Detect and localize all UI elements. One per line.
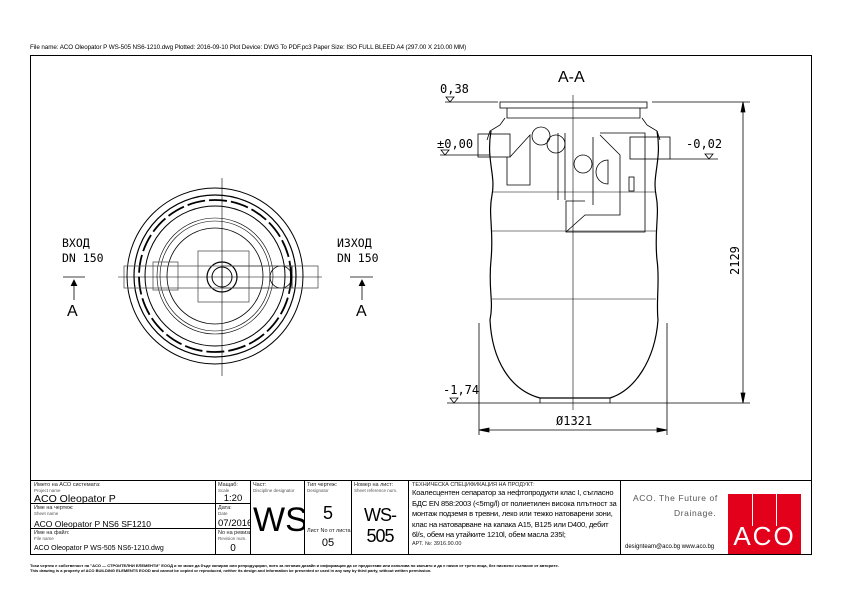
level-outlet: -0,02 (686, 137, 722, 151)
scale-cell: Мащаб: Scale 1:20 (215, 480, 251, 504)
sheetref-value: WS-505 (364, 505, 397, 546)
date-label: Дата: (218, 505, 232, 511)
file-sub: File name (34, 536, 54, 541)
spec-text: Коалесцентен сепаратор за нефтопродукти … (412, 488, 617, 540)
project-sub: Project name (34, 488, 61, 493)
revision-value: 0 (230, 543, 236, 554)
sheetref-cell: Номер на лист: Sheet reference num. WS-5… (351, 480, 409, 555)
sheet-label: Име на чертеж: (34, 505, 74, 511)
sheet-value: ACO Oleopator P NS6 SF1210 (34, 519, 152, 529)
level-inlet: ±0,00 (437, 137, 473, 151)
slogan-line1: ACO. The Future of (633, 493, 718, 503)
sheetref-label: Номер на лист: (354, 482, 394, 488)
section-view (440, 95, 750, 435)
copyright-bg: Този чертеж е собственост на "ACO — СТРО… (30, 563, 559, 568)
plan-view (63, 178, 373, 376)
file-cell: Име на файл: File name ACO Oleopator P W… (30, 528, 216, 555)
designator-value: 5 (322, 503, 333, 523)
center-shaft (197, 250, 250, 303)
file-value: ACO Oleopator P WS-505 NS6-1210.dwg (34, 545, 164, 552)
discipline-label: Част: (253, 482, 267, 488)
logo-cell: ACO. The Future of Drainage. designteam@… (620, 480, 812, 555)
diameter-dim: Ø1321 (556, 414, 592, 428)
scale-label: Мащаб: (218, 482, 238, 488)
inlet-label: ВХОД (62, 236, 90, 250)
section-mark-left: A (67, 303, 78, 320)
section-title: A-A (558, 69, 585, 86)
section-mark-right: A (356, 303, 367, 320)
revision-sub: Revision num. (218, 536, 247, 541)
project-value: ACO Oleopator P (34, 493, 116, 504)
drawing-canvas: ВХОД DN 150 ИЗХОД DN 150 A A A-A 0,38 ±0… (62, 69, 750, 435)
project-cell: Името на ACO системата: Project name ACO… (30, 480, 216, 504)
revision-cell: No на ревизия: Revision num. 0 (215, 528, 251, 555)
slogan-line2: Drainage. (674, 508, 717, 518)
spec-label: ТЕХНИЧЕСКА СПЕЦИФИКАЦИЯ НА ПРОДУКТ: (412, 482, 535, 488)
spec-cell: ТЕХНИЧЕСКА СПЕЦИФИКАЦИЯ НА ПРОДУКТ: Коал… (408, 480, 621, 555)
level-bottom: -1,74 (443, 383, 479, 397)
inlet-dn: DN 150 (62, 251, 104, 265)
date-cell: Дата: Date 07/2016 (215, 503, 251, 529)
file-info-header: File name: ACO Oleopator P WS-505 NS6-12… (30, 44, 467, 51)
designator-sub: Designator (307, 488, 329, 493)
project-label: Името на ACO системата: (34, 482, 101, 488)
sheetno-label: Лист No от листа: (307, 528, 352, 534)
outlet-label: ИЗХОД (337, 236, 372, 250)
file-label: Име на файл: (34, 530, 70, 536)
discipline-cell: Част: Discipline designator WS (250, 480, 305, 555)
sheetref-sub: Sheet reference num. (354, 488, 398, 493)
outlet-dn: DN 150 (337, 251, 379, 265)
outer-ring (126, 187, 304, 365)
sheet-sub: Sheet name (34, 511, 59, 516)
tank-body (488, 130, 660, 399)
sheet-cell: Име на чертеж: Sheet name ACO Oleopator … (30, 503, 216, 529)
designator-cell: Тип чертеж: Designator 5 Лист No от лист… (304, 480, 352, 555)
sheetno-value: 05 (321, 537, 335, 549)
drawing-frame (30, 55, 812, 555)
designator-label: Тип чертеж: (307, 482, 338, 488)
copyright-footer: Този чертеж е собственост на "ACO — СТРО… (30, 563, 559, 573)
copyright-en: This drawing is a property of ACO BUILDI… (30, 568, 432, 573)
date-sub: Date (218, 511, 228, 516)
aco-logo: ACO (728, 494, 801, 554)
revision-label: No на ревизия: (218, 530, 250, 536)
scale-value: 1:20 (223, 493, 243, 504)
logo-text: ACO (733, 521, 796, 551)
contact-info: designteam@aco.bg www.aco.bg (625, 544, 715, 550)
article-number: АРТ. №: 3916.90.00 (412, 540, 462, 547)
discipline-value: WS (253, 501, 305, 539)
inlet-pipe (477, 133, 511, 158)
level-top: 0,38 (440, 82, 469, 96)
scale-sub: Scale (218, 488, 230, 493)
date-value: 07/2016 (218, 518, 251, 529)
outlet-pipe (629, 136, 671, 160)
discipline-sub: Discipline designator (253, 488, 295, 493)
height-dim: 2129 (728, 246, 742, 275)
